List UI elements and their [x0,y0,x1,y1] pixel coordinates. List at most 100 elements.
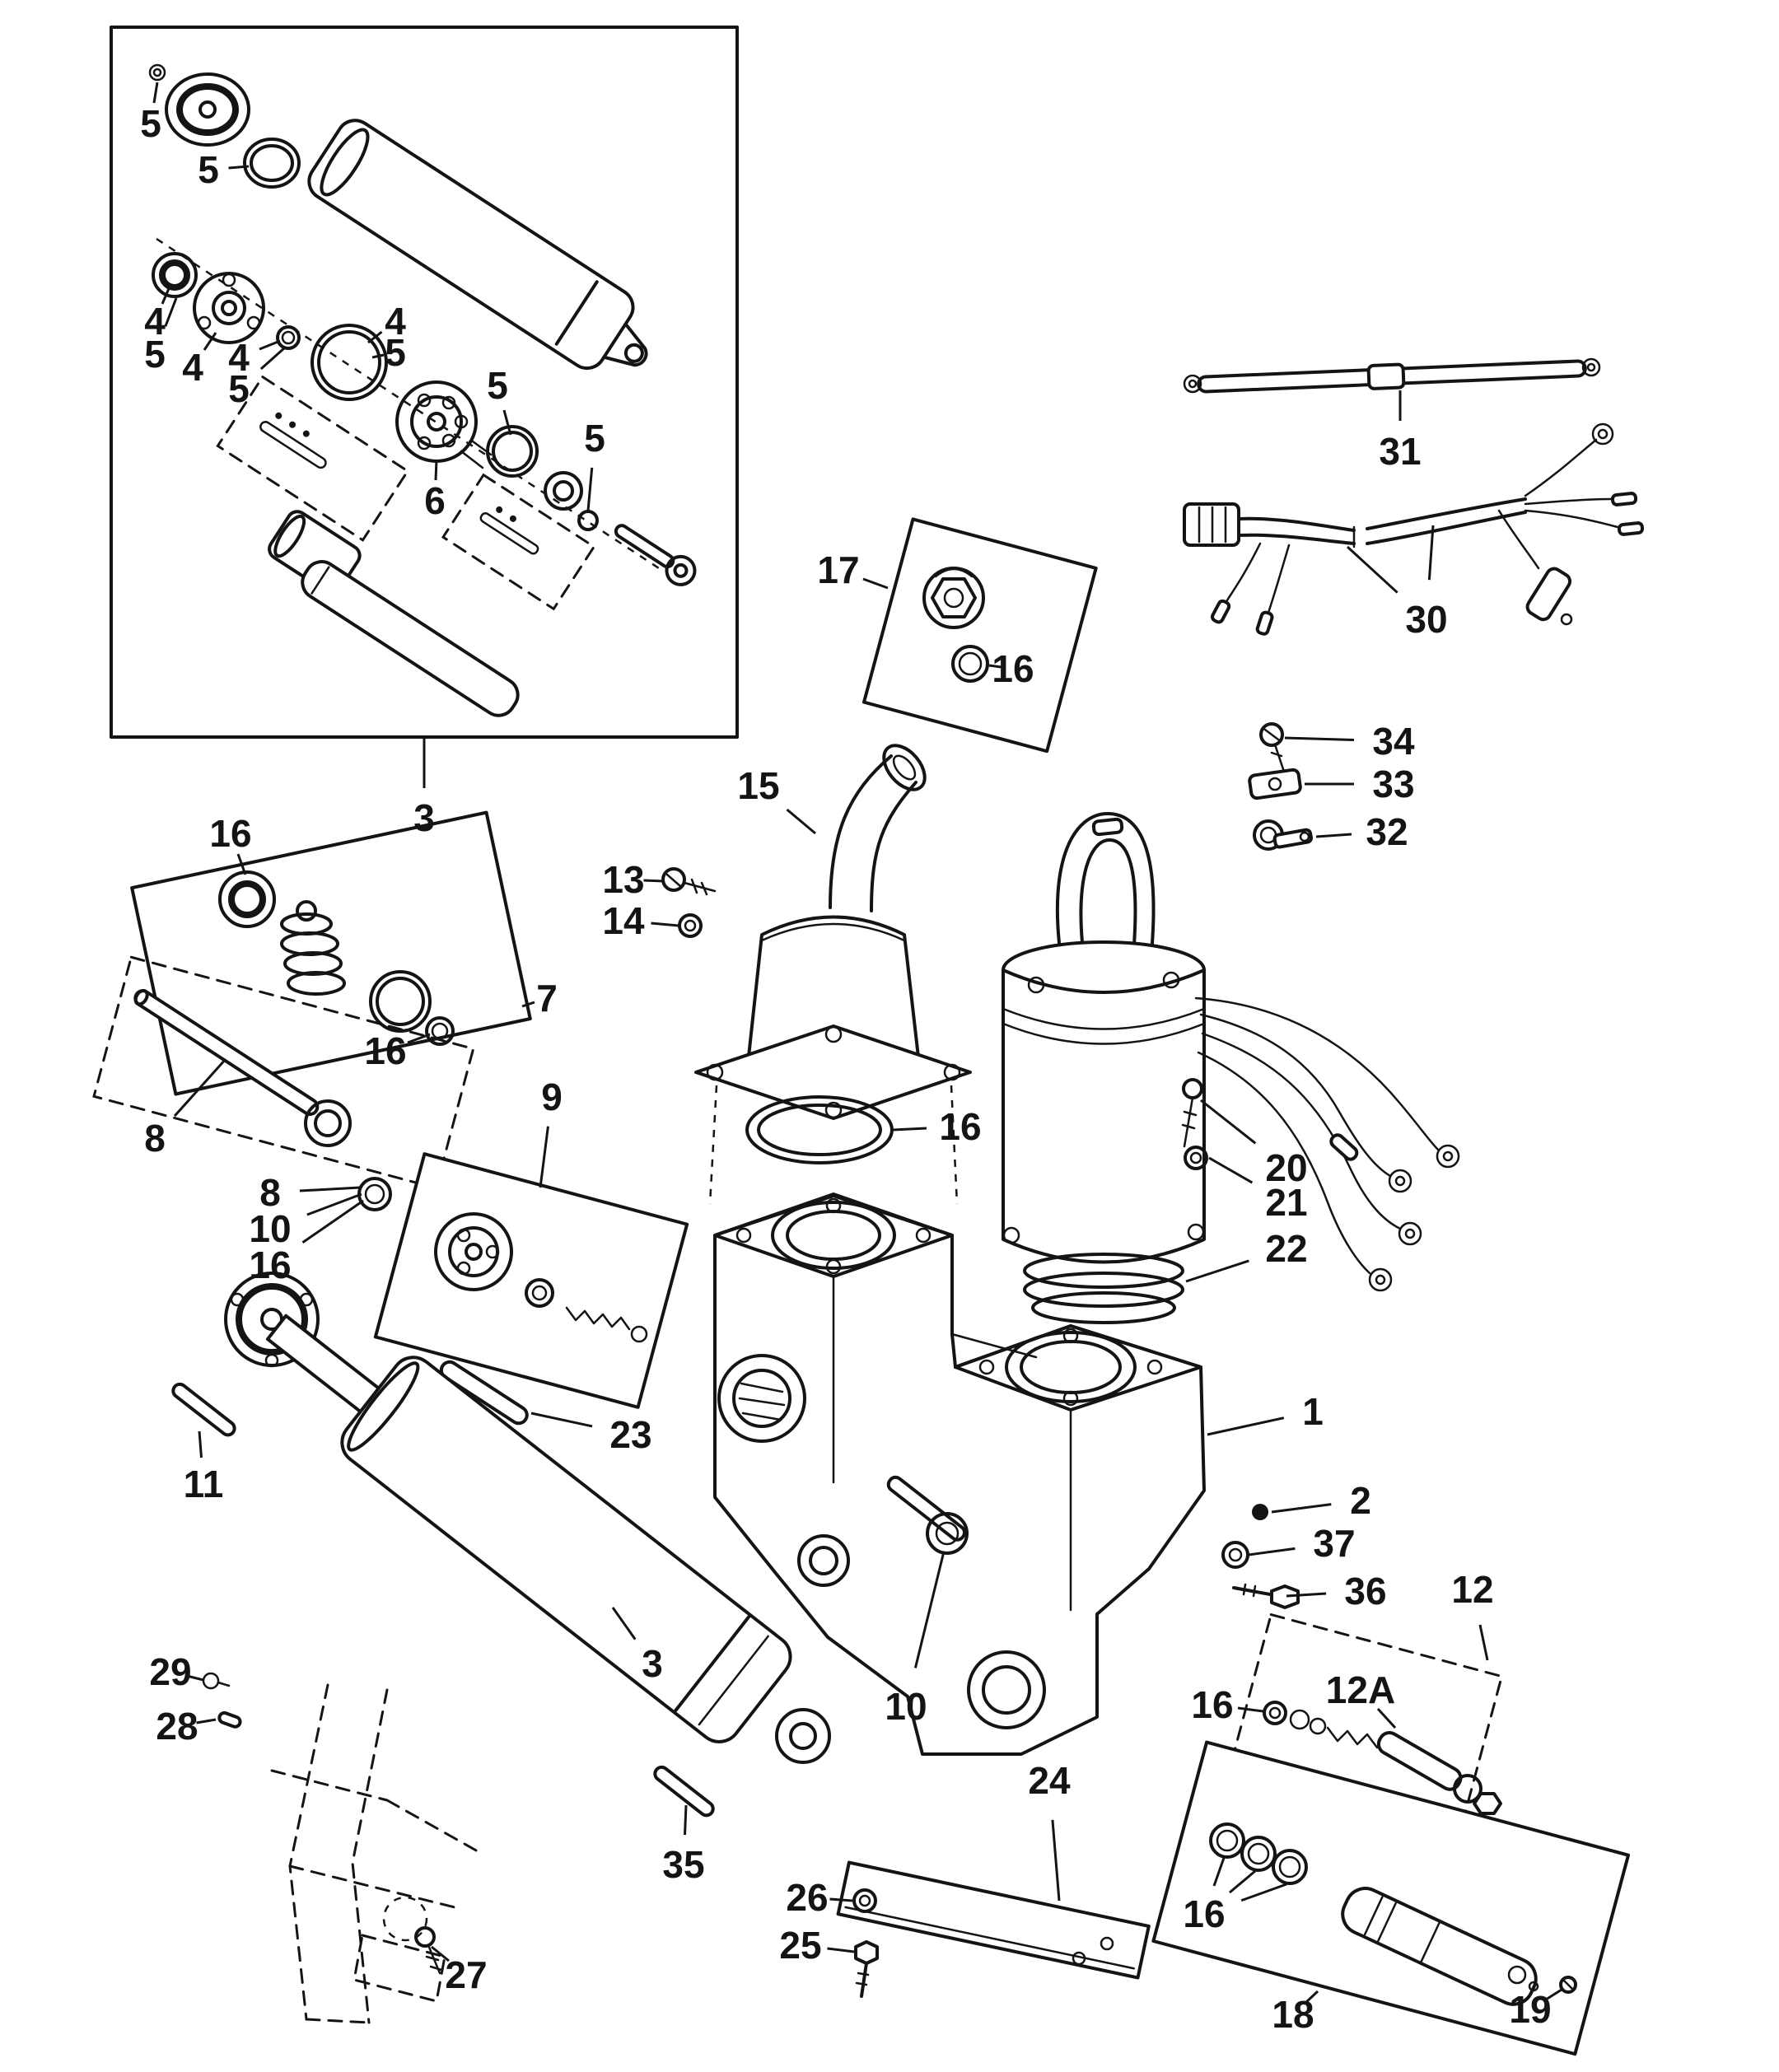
callout-7: 7 [536,977,558,1020]
callout-12: 12 [1451,1568,1493,1611]
o-ring-small [425,1016,455,1046]
leader-line [431,1945,450,1962]
valve-spring [565,1306,648,1343]
callout-34: 34 [1372,720,1415,763]
kit18-o-rings [1209,1822,1308,1885]
screw-34 [1259,722,1285,771]
trim-cylinder-assembly [171,1272,831,1764]
clamp-32 [1253,819,1313,851]
leader-line [1212,1857,1226,1887]
wiring-harness [1183,422,1645,636]
valve-pin-kit-box [441,473,596,611]
callout-36: 36 [1344,1570,1386,1612]
leader-line [1286,1592,1327,1598]
callout-16: 16 [249,1244,291,1286]
callout-24: 24 [1028,1759,1071,1802]
leader-line [306,1192,362,1216]
leader-line [862,577,889,590]
callout-4: 4 [228,336,250,379]
callout-5: 5 [385,331,406,374]
clip-33 [1248,768,1302,800]
leader-line [1185,1259,1249,1283]
leader-line [203,332,217,351]
callout-26: 26 [786,1876,828,1919]
callout-35: 35 [662,1843,704,1886]
washer-26 [852,1888,877,1913]
callout-5: 5 [487,364,508,407]
callout-5: 5 [140,102,161,145]
piston-seal [152,252,198,298]
valve-piston-kit-box [1151,1740,1631,2056]
callout-5: 5 [144,333,166,376]
valve-kit-box [373,1152,689,1426]
leader-line [1304,1990,1319,2004]
pump-manifold-body [713,1192,1206,1756]
leader-line [1200,1099,1257,1145]
fill-plug [922,567,985,629]
screw-27 [414,1926,443,1975]
leader-line [1240,1883,1287,1902]
callout-3: 3 [413,796,435,839]
leader-line [1207,1416,1285,1436]
callout-9: 9 [541,1076,563,1118]
bolt-29 [202,1672,231,1690]
leader-line [1376,1707,1397,1729]
callout-16: 16 [992,647,1034,690]
callout-16: 16 [939,1105,981,1148]
seal-ring [218,870,276,928]
callout-4: 4 [385,300,406,343]
motor-washer-21 [1184,1146,1208,1170]
callout-16: 16 [209,812,251,855]
callout-16: 16 [1191,1683,1233,1726]
o-ring-small [276,325,301,350]
leader-line [367,330,383,344]
leader-line [1346,545,1398,594]
leader-line [259,346,286,371]
callout-8: 8 [259,1171,281,1214]
threaded-boss [717,1354,806,1443]
pin-28 [217,1710,242,1729]
pump-rod-kit-box [92,955,475,1211]
leader-line [407,1033,431,1044]
leader-line [301,1199,364,1244]
leader-line [651,922,679,927]
plug-2 [1252,1504,1268,1520]
cylinder-eye-end [775,1708,831,1764]
leader-line [186,1674,204,1682]
leader-line [173,1057,227,1118]
rod-end-cap [224,1272,320,1368]
leader-line [1248,1547,1296,1556]
callout-23: 23 [609,1413,651,1456]
callout-11: 11 [184,1463,224,1505]
manual-release-valve-kit-box [1230,1612,1504,1822]
leader-line [1315,833,1352,838]
cover-o-ring [745,1095,894,1164]
leader-line [259,339,281,351]
leader-line [1229,1869,1256,1894]
leader-line [611,1607,637,1640]
bottom-valve-bore [967,1650,1046,1729]
callout-13: 13 [602,858,644,901]
rod-piston-head [304,1099,352,1147]
leader-line [371,353,385,359]
leader-line [530,1412,593,1428]
cover-screw-13 [661,867,717,896]
cover-washer-14 [678,913,703,938]
leader-line [827,1947,855,1953]
tilt-cylinder-kit-box [110,26,739,739]
callout-17: 17 [817,548,859,591]
callout-12A: 12A [1326,1668,1395,1711]
leader-line [586,467,594,511]
callout-22: 22 [1265,1227,1307,1270]
callout-31: 31 [1379,430,1421,473]
leader-line [502,409,512,436]
callout-5: 5 [228,367,250,410]
leader-line [196,1718,217,1724]
callout-33: 33 [1372,763,1414,805]
callout-28: 28 [156,1705,198,1748]
bolt-36 [1232,1583,1300,1609]
callout-18: 18 [1272,1993,1314,2036]
pin-35 [653,1765,715,1818]
callout-16: 16 [1183,1892,1225,1935]
